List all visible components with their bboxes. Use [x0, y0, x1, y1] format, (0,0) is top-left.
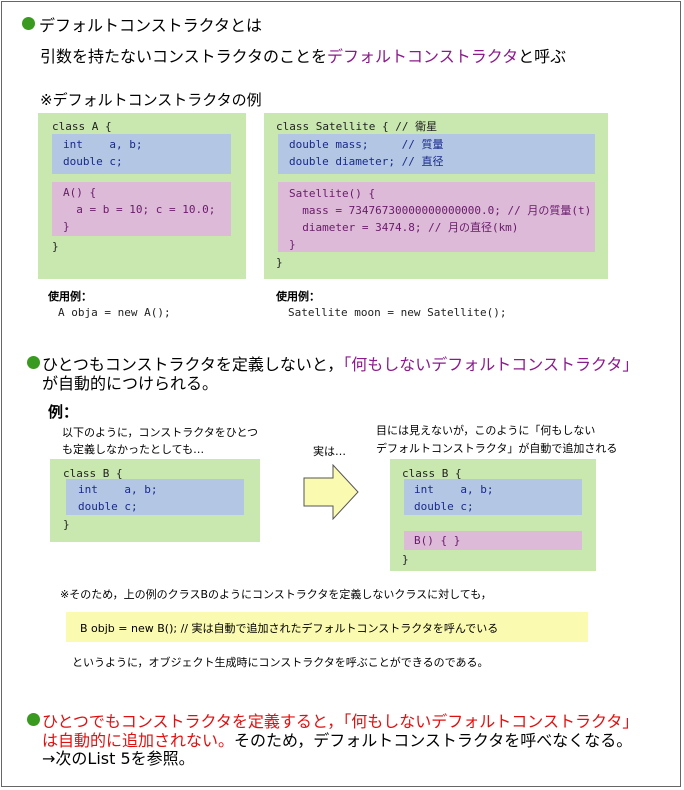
satellite-footer: } [276, 256, 283, 269]
green-bullet-icon [27, 356, 40, 369]
green-bullet-icon [22, 17, 35, 30]
usage-code-a: A obja = new A(); [58, 306, 171, 319]
class-b-right-ctor: B() { } [414, 534, 461, 547]
class-b-right-box [390, 459, 596, 571]
left-note-line1: 以下のように，コンストラクタをひとつ [62, 426, 259, 439]
class-a-ctor-1: A() { [63, 186, 97, 199]
class-b-right-ctor-box [404, 531, 582, 550]
class-a-ctor-2: a = b = 10; c = 10.0; [63, 203, 216, 216]
satellite-field-1: double mass; // 質量 [289, 138, 444, 151]
desc-suffix: と呼ぶ [518, 47, 567, 66]
satellite-ctor-2: mass = 73476730000000000000.0; // 月の質量(t… [289, 204, 592, 217]
example-label: 例： [48, 403, 79, 421]
left-note-line2: も定義しなかったとしても… [62, 443, 205, 456]
class-b-right-fields-box [404, 479, 582, 515]
section2-title-highlight: 「何もしないデフォルトコンストラクタ」 [343, 355, 639, 374]
usage-label-a: 使用例： [48, 290, 92, 303]
satellite-header: class Satellite { // 衛星 [276, 120, 438, 133]
section1-title: デフォルトコンストラクタとは [39, 16, 263, 35]
class-b-left-field-2: double c; [78, 500, 138, 513]
class-b-right-footer: } [402, 553, 409, 566]
usage-code-b: Satellite moon = new Satellite(); [288, 306, 507, 319]
class-b-right-header: class B { [402, 467, 462, 480]
class-b-left-footer: } [63, 518, 70, 531]
desc-highlight: デフォルトコンストラクタ [327, 47, 519, 66]
desc-prefix: 引数を持たないコンストラクタのことを [40, 47, 328, 66]
class-a-ctor-3: } [63, 220, 70, 233]
section1-description: 引数を持たないコンストラクタのことをデフォルトコンストラクタと呼ぶ [40, 43, 566, 67]
class-a-field-1: int a, b; [63, 138, 143, 151]
section3-line2: は自動的に追加されない。そのため，デフォルトコンストラクタを呼べなくなる。 [42, 727, 632, 751]
section3-line1: ひとつでもコンストラクタを定義すると，「何もしないデフォルトコンストラクタ」 [42, 712, 639, 731]
satellite-ctor-3: diameter = 3474.8; // 月の直径(km) [289, 221, 519, 234]
section3-line2-black: そのため，デフォルトコンストラクタを呼べなくなる。 [234, 731, 633, 750]
section2-note: ※そのため，上の例のクラスBのようにコンストラクタを定義しないクラスに対しても， [60, 588, 492, 601]
class-a-header: class A { [52, 120, 112, 133]
green-bullet-icon [27, 713, 40, 726]
class-a-ctor-box [52, 182, 231, 236]
class-b-left-field-1: int a, b; [78, 483, 158, 496]
section2-title-line2: が自動的につけられる。 [42, 374, 219, 393]
satellite-ctor-1: Satellite() { [289, 187, 376, 200]
satellite-ctor-4: } [289, 238, 296, 251]
satellite-ctor-box [278, 182, 595, 252]
example-title: ※デフォルトコンストラクタの例 [40, 91, 262, 109]
class-b-left-fields-box [66, 479, 244, 515]
class-b-left-header: class B { [63, 467, 123, 480]
satellite-field-2: double diameter; // 直径 [289, 155, 444, 168]
right-note-line1: 目には見えないが，このように「何もしない [376, 424, 596, 437]
class-a-footer: } [52, 240, 59, 253]
code-line-box [66, 612, 588, 642]
right-note-line2: デフォルトコンストラクタ」が自動で追加される [376, 442, 618, 455]
satellite-fields-box [278, 134, 595, 174]
section3-line3: →次のList 5を参照。 [42, 749, 195, 768]
right-arrow-icon [303, 464, 359, 520]
usage-label-b: 使用例： [276, 290, 320, 303]
class-b-right-field-2: double c; [414, 500, 474, 513]
section2-title-prefix: ひとつもコンストラクタを定義しないと， [42, 355, 344, 374]
class-a-fields-box [52, 134, 231, 174]
class-a-field-2: double c; [63, 155, 123, 168]
middle-note: 実は… [313, 445, 346, 458]
code-line: B objb = new B(); // 実は自動で追加されたデフォルトコンスト… [80, 622, 499, 635]
section2-title-line1: ひとつもコンストラクタを定義しないと，「何もしないデフォルトコンストラクタ」 [42, 351, 638, 375]
section3-line2-red: は自動的に追加されない。 [42, 731, 235, 750]
section2-closing: というように，オブジェクト生成時にコンストラクタを呼ぶことができるのである。 [72, 656, 489, 669]
class-b-right-field-1: int a, b; [414, 483, 494, 496]
